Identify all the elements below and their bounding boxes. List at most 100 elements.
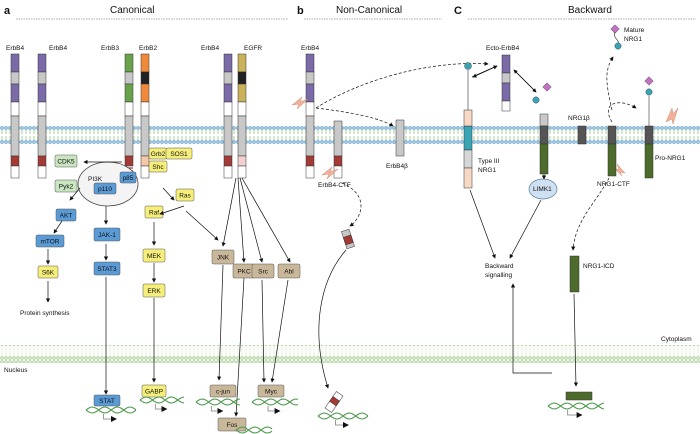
svg-text:ErbB4: ErbB4 <box>201 45 219 52</box>
protein-mek-label: MEK <box>147 253 162 260</box>
protein-pkc: PKC <box>232 263 256 279</box>
panel-c-letter: C <box>454 5 462 17</box>
pi3k-label: PI3K <box>88 176 103 183</box>
svg-text:ErbB4: ErbB4 <box>301 45 319 52</box>
dna-helix <box>251 398 299 414</box>
receptor-erbb4-d: ErbB4 <box>301 45 319 179</box>
panel-a-title: Canonical <box>110 5 154 16</box>
svg-text:ErbB2: ErbB2 <box>139 45 157 52</box>
receptor-erbb4-a: ErbB4 <box>6 45 24 179</box>
protein-erk-label: ERK <box>147 288 161 295</box>
svg-text:Mature: Mature <box>624 27 645 34</box>
dna-helix <box>235 426 273 434</box>
panel-header-b: b Non-Canonical <box>297 5 442 20</box>
cytoplasm-label: Cytoplasm <box>661 336 692 343</box>
protein-abl: Abl <box>277 263 301 279</box>
svg-text:Backward: Backward <box>485 263 514 270</box>
protein-jnk-label: JNK <box>217 254 230 261</box>
dna-helix <box>195 398 241 414</box>
svg-text:NRG1: NRG1 <box>478 167 496 174</box>
protein-s6k-label: S6K <box>42 269 55 276</box>
svg-text:NRG1: NRG1 <box>624 36 642 43</box>
svg-text:ErbB3: ErbB3 <box>101 45 119 52</box>
dna-helix <box>139 396 185 412</box>
protein-akt: AKT <box>55 208 77 222</box>
protein-pyk2: Pyk2 <box>54 179 78 193</box>
protein-fos: Fos <box>217 417 247 432</box>
protein-jak1-label: JAK-1 <box>98 232 116 239</box>
receptor-erbb4-c: ErbB4 <box>201 45 233 179</box>
limk1: LIMK1 <box>528 178 558 200</box>
panel-header-c: C Backward <box>454 5 696 20</box>
protein-shc: Shc <box>148 160 168 173</box>
receptor-egfr: EGFR <box>237 45 262 179</box>
protein-mtor-label: mTOR <box>40 238 59 245</box>
protein-shc-label: Shc <box>152 164 164 171</box>
svg-text:ErbB4β: ErbB4β <box>386 163 408 170</box>
protein-grb2-label: Grb2 <box>151 151 166 158</box>
svg-text:ErbB4-CTF: ErbB4-CTF <box>318 182 351 189</box>
receptor-erbb2: ErbB2 <box>139 45 157 179</box>
svg-text:ErbB4: ErbB4 <box>6 45 24 52</box>
panel-header-a: a Canonical <box>4 5 288 20</box>
svg-text:Ecto-ErbB4: Ecto-ErbB4 <box>486 45 520 52</box>
dna-helix <box>85 406 137 422</box>
panel-b-title: Non-Canonical <box>336 5 402 16</box>
nrg1-icd: NRG1-ICD <box>569 255 615 293</box>
protein-cjun-label: c-jun <box>216 388 230 395</box>
svg-text:Pro-NRG1: Pro-NRG1 <box>655 155 686 162</box>
protein-cjun: c-jun <box>209 384 237 398</box>
ecto-erbb4: Ecto-ErbB4 <box>486 45 520 112</box>
protein-src-label: Src <box>258 268 269 275</box>
type3-nrg1: Type III NRG1 <box>463 62 500 189</box>
protein-jnk: JNK <box>211 249 235 265</box>
svg-text:NRG1-ICD: NRG1-ICD <box>583 263 615 270</box>
protein-stat: STAT <box>93 394 121 407</box>
svg-text:signalling: signalling <box>485 272 512 279</box>
panel-a-letter: a <box>4 5 11 17</box>
protein-cdk5-label: CDK5 <box>57 158 75 165</box>
protein-fos-label: Fos <box>227 422 239 429</box>
protein-stat3-label: STAT3 <box>97 266 117 273</box>
receptor-erbb4-b: ErbB4 <box>37 45 67 179</box>
nrg1-ctf: NRG1-CTF <box>597 125 630 188</box>
protein-mtor: mTOR <box>35 234 65 248</box>
backward-signalling: Backward signalling <box>485 263 514 279</box>
protein-grb2: Grb2 <box>148 147 168 160</box>
protein-myc-label: Myc <box>265 388 278 395</box>
protein-synthesis-label: Protein synthesis <box>20 310 70 317</box>
nrg1-bound-receptor <box>532 82 552 175</box>
protein-stat3: STAT3 <box>93 261 121 276</box>
protein-p85-label: p85 <box>123 175 134 182</box>
protein-ras-label: Ras <box>179 192 191 199</box>
protein-mek: MEK <box>142 248 166 263</box>
nuclear-membrane <box>0 345 700 363</box>
protein-erk: ERK <box>142 283 166 298</box>
protein-p110-label: p110 <box>98 186 112 193</box>
nrg1-beta: NRG1β <box>568 115 590 145</box>
svg-text:NRG1β: NRG1β <box>568 115 590 122</box>
panel-c-title: Backward <box>568 5 612 16</box>
dna-helix <box>317 412 369 428</box>
panel-b-letter: b <box>297 5 304 17</box>
panel-b-arrows <box>315 61 489 389</box>
svg-text:EGFR: EGFR <box>244 45 262 52</box>
protein-gabp-label: GABP <box>145 388 163 395</box>
svg-text:NRG1-CTF: NRG1-CTF <box>597 181 630 188</box>
svg-text:LIMK1: LIMK1 <box>533 186 552 193</box>
protein-p85: p85 <box>119 171 137 184</box>
protein-ras: Ras <box>175 188 195 202</box>
panel-c-arrows <box>469 56 637 387</box>
mature-nrg1: Mature NRG1 <box>610 24 645 50</box>
erbb4-ctf: ErbB4-CTF <box>318 120 351 189</box>
protein-raf: Raf <box>144 205 164 219</box>
protein-s6k: S6K <box>37 265 59 279</box>
nucleus-label: Nucleus <box>4 367 28 374</box>
svg-text:Type III: Type III <box>478 158 500 165</box>
protein-pyk2-label: Pyk2 <box>59 183 74 190</box>
svg-text:ErbB4: ErbB4 <box>49 45 67 52</box>
protein-sos1: SOS1 <box>165 147 193 160</box>
nrg1-icd-nuclear <box>565 391 593 401</box>
protein-stat-label: STAT <box>99 398 115 405</box>
